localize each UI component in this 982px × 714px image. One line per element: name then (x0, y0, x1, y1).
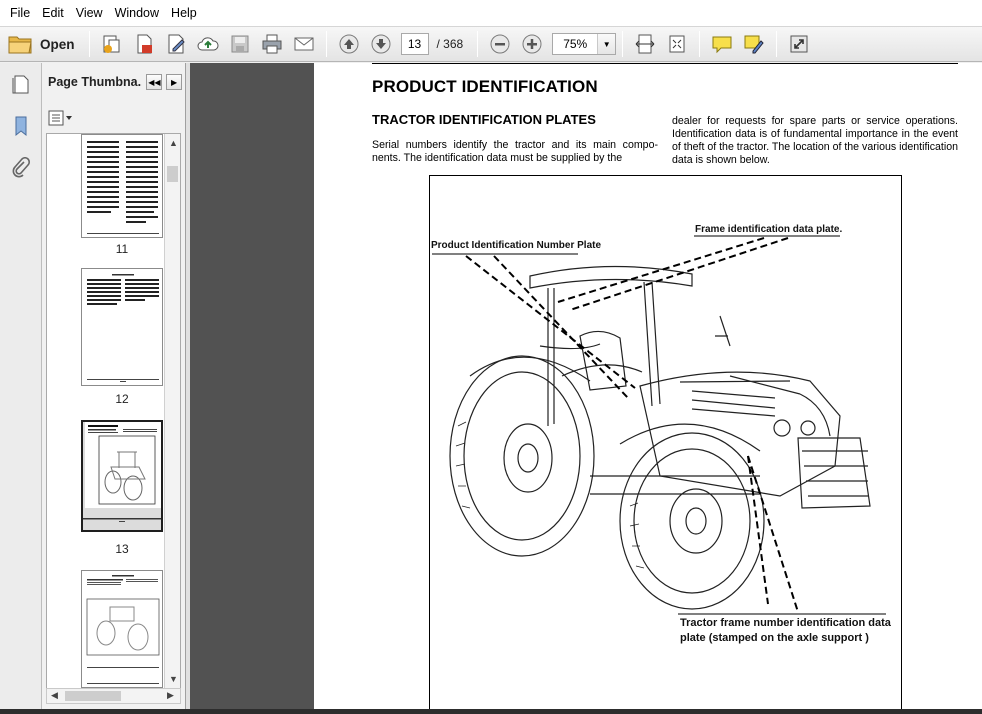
toolbar-separator (325, 31, 327, 57)
page-total: / 368 (436, 37, 464, 51)
save-button[interactable] (226, 30, 254, 58)
thumbnail-page-13[interactable] (81, 420, 163, 532)
status-strip (0, 709, 982, 714)
expand-button[interactable] (785, 30, 813, 58)
scrollbar-thumb[interactable] (167, 166, 178, 182)
toolbar-separator (477, 31, 479, 57)
minus-circle-icon (490, 34, 510, 54)
options-menu-icon (48, 110, 72, 126)
chevron-up-icon[interactable]: ▲ (169, 138, 178, 148)
thumbnail-vertical-scrollbar[interactable]: ▲ ▼ (164, 134, 180, 688)
figure-label-pin-plate: Product Identification Number Plate (431, 240, 602, 251)
zoom-select[interactable]: 75% ▼ (552, 33, 617, 55)
menu-bar: File Edit View Window Help (0, 0, 982, 26)
print-button[interactable] (258, 30, 286, 58)
next-page-button[interactable] (367, 30, 395, 58)
previous-page-button[interactable] (335, 30, 363, 58)
thumbnail-label: 13 (115, 542, 129, 556)
toolbar: Open 13 / 368 75% ▼ (0, 26, 982, 62)
speech-bubble-icon (712, 36, 732, 54)
panel-splitter[interactable] (186, 63, 190, 714)
thumbnail-list: 11 12 (46, 133, 181, 689)
printer-icon (262, 34, 282, 54)
bookmark-icon[interactable] (8, 113, 34, 139)
thumbnail-page-14[interactable] (81, 570, 163, 688)
page-thumbnails-icon[interactable] (8, 71, 34, 97)
toolbar-separator (622, 31, 624, 57)
cloud-upload-icon (197, 37, 219, 51)
export-pdf-icon (137, 34, 152, 54)
toolbar-separator (88, 31, 90, 57)
zoom-value: 75% (563, 37, 588, 51)
chevron-left-icon[interactable]: ◀ (51, 690, 58, 700)
arrow-up-circle-icon (339, 34, 359, 54)
figure-label-frame-plate: Frame identification data plate. (695, 224, 843, 235)
edit-pdf-icon (168, 34, 185, 54)
zoom-out-button[interactable] (486, 30, 514, 58)
thumbnail-page-12[interactable] (81, 268, 163, 386)
fit-page-icon (669, 35, 685, 53)
expand-arrows-icon (790, 35, 808, 53)
open-label: Open (40, 36, 75, 52)
collapse-panel-button[interactable]: ◀◀ (146, 74, 163, 90)
arrow-down-circle-icon (371, 34, 391, 54)
thumbnail-page-image (86, 575, 160, 684)
section-heading: TRACTOR IDENTIFICATION PLATES (372, 112, 596, 127)
chevron-right-icon[interactable]: ▶ (167, 690, 174, 700)
tractor-illustration (432, 235, 886, 615)
scrolling-mode-button[interactable] (631, 30, 659, 58)
paperclip-icon[interactable] (8, 155, 34, 181)
tractor-figure: Product Identification Number Plate Fram… (429, 175, 902, 714)
chevron-down-icon[interactable]: ▼ (597, 34, 616, 54)
plus-circle-icon (522, 34, 542, 54)
page-number-input[interactable]: 13 (400, 33, 429, 55)
toolbar-separator (776, 31, 778, 57)
email-button[interactable] (290, 30, 318, 58)
menu-help[interactable]: Help (171, 6, 197, 20)
folder-icon (8, 36, 32, 54)
thumbnail-page-11[interactable] (81, 134, 163, 238)
paragraph-right-column: dealer for requests for spare parts or s… (672, 115, 959, 166)
fit-page-button[interactable] (663, 30, 691, 58)
thumbnail-options-button[interactable] (48, 109, 74, 127)
thumbnail-label: 12 (115, 392, 129, 406)
open-button[interactable]: Open (6, 30, 83, 58)
thumbnail-page-image (87, 274, 159, 382)
chevron-down-icon[interactable]: ▼ (169, 674, 178, 684)
pdf-page: PRODUCT IDENTIFICATION TRACTOR IDENTIFIC… (314, 63, 982, 714)
paragraph-left-column: Serial numbers identify the tractor and … (372, 139, 658, 164)
figure-label-tractor-frame-plate: Tractor frame number identification data… (680, 617, 891, 644)
save-disk-icon (231, 35, 249, 53)
thumbnail-label: 11 (115, 242, 129, 256)
comment-button[interactable] (708, 30, 736, 58)
thumbnail-page-image (87, 141, 159, 234)
menu-edit[interactable]: Edit (42, 6, 64, 20)
highlighter-pen-icon (744, 35, 764, 54)
create-pdf-button[interactable] (98, 30, 126, 58)
toolbar-separator (699, 31, 701, 57)
export-pdf-button[interactable] (130, 30, 158, 58)
envelope-icon (294, 37, 314, 51)
chevron-right-icon[interactable]: ▶ (166, 74, 183, 90)
upload-cloud-button[interactable] (194, 30, 222, 58)
create-pdf-icon (103, 35, 120, 53)
thumbnail-horizontal-scrollbar[interactable]: ◀ ▶ (46, 688, 181, 704)
thumbnails-header: Page Thumbna... ◀◀ ▶ (48, 71, 183, 93)
edit-pdf-button[interactable] (162, 30, 190, 58)
menu-window[interactable]: Window (114, 6, 160, 20)
thumbnail-page-image (83, 422, 161, 522)
panel-title: Page Thumbna... (48, 75, 143, 89)
fit-width-icon (635, 34, 655, 54)
highlight-button[interactable] (740, 30, 768, 58)
navigation-pane (0, 63, 42, 714)
page-rule (372, 63, 958, 64)
thumbnails-panel: Page Thumbna... ◀◀ ▶ (42, 63, 186, 714)
zoom-in-button[interactable] (518, 30, 546, 58)
menu-file[interactable]: File (10, 6, 31, 20)
scrollbar-thumb[interactable] (65, 691, 121, 701)
menu-view[interactable]: View (75, 6, 103, 20)
page-heading: PRODUCT IDENTIFICATION (372, 77, 598, 96)
